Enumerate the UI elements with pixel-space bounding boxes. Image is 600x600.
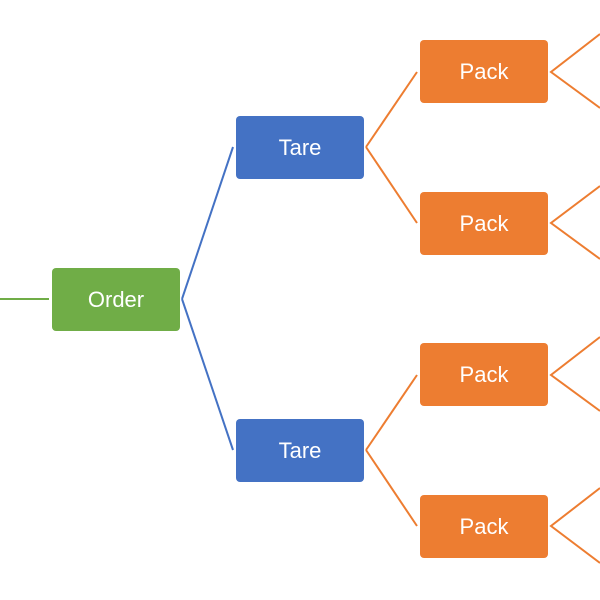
- node-pack-2[interactable]: Pack: [420, 192, 548, 255]
- connector-order-tare-2: [181, 298, 234, 451]
- connector-pack-1-out: [549, 33, 600, 109]
- node-pack-2-label: Pack: [459, 210, 509, 236]
- node-pack-4[interactable]: Pack: [420, 495, 548, 558]
- node-order-label: Order: [87, 286, 145, 312]
- node-pack-1[interactable]: Pack: [420, 40, 548, 103]
- connector-tare-2-pack-4: [365, 449, 418, 527]
- node-order[interactable]: Order: [52, 268, 180, 331]
- node-pack-4-label: Pack: [459, 513, 509, 539]
- node-pack-3[interactable]: Pack: [420, 343, 548, 406]
- connector-pack-2-out: [549, 185, 600, 260]
- node-tare-1[interactable]: Tare: [236, 116, 364, 179]
- node-tare-2-label: Tare: [278, 437, 322, 463]
- connector-order-tare-1: [181, 146, 234, 300]
- connector-pack-4-out: [549, 487, 600, 564]
- node-pack-3-label: Pack: [459, 361, 509, 387]
- connector-tare-2-pack-3: [365, 374, 418, 451]
- connector-tare-1-pack-2: [365, 146, 418, 224]
- node-tare-1-label: Tare: [278, 134, 322, 160]
- connector-pack-3-out: [549, 336, 600, 412]
- connector-tare-1-pack-1: [365, 71, 418, 148]
- node-tare-2[interactable]: Tare: [236, 419, 364, 482]
- node-pack-1-label: Pack: [459, 58, 509, 84]
